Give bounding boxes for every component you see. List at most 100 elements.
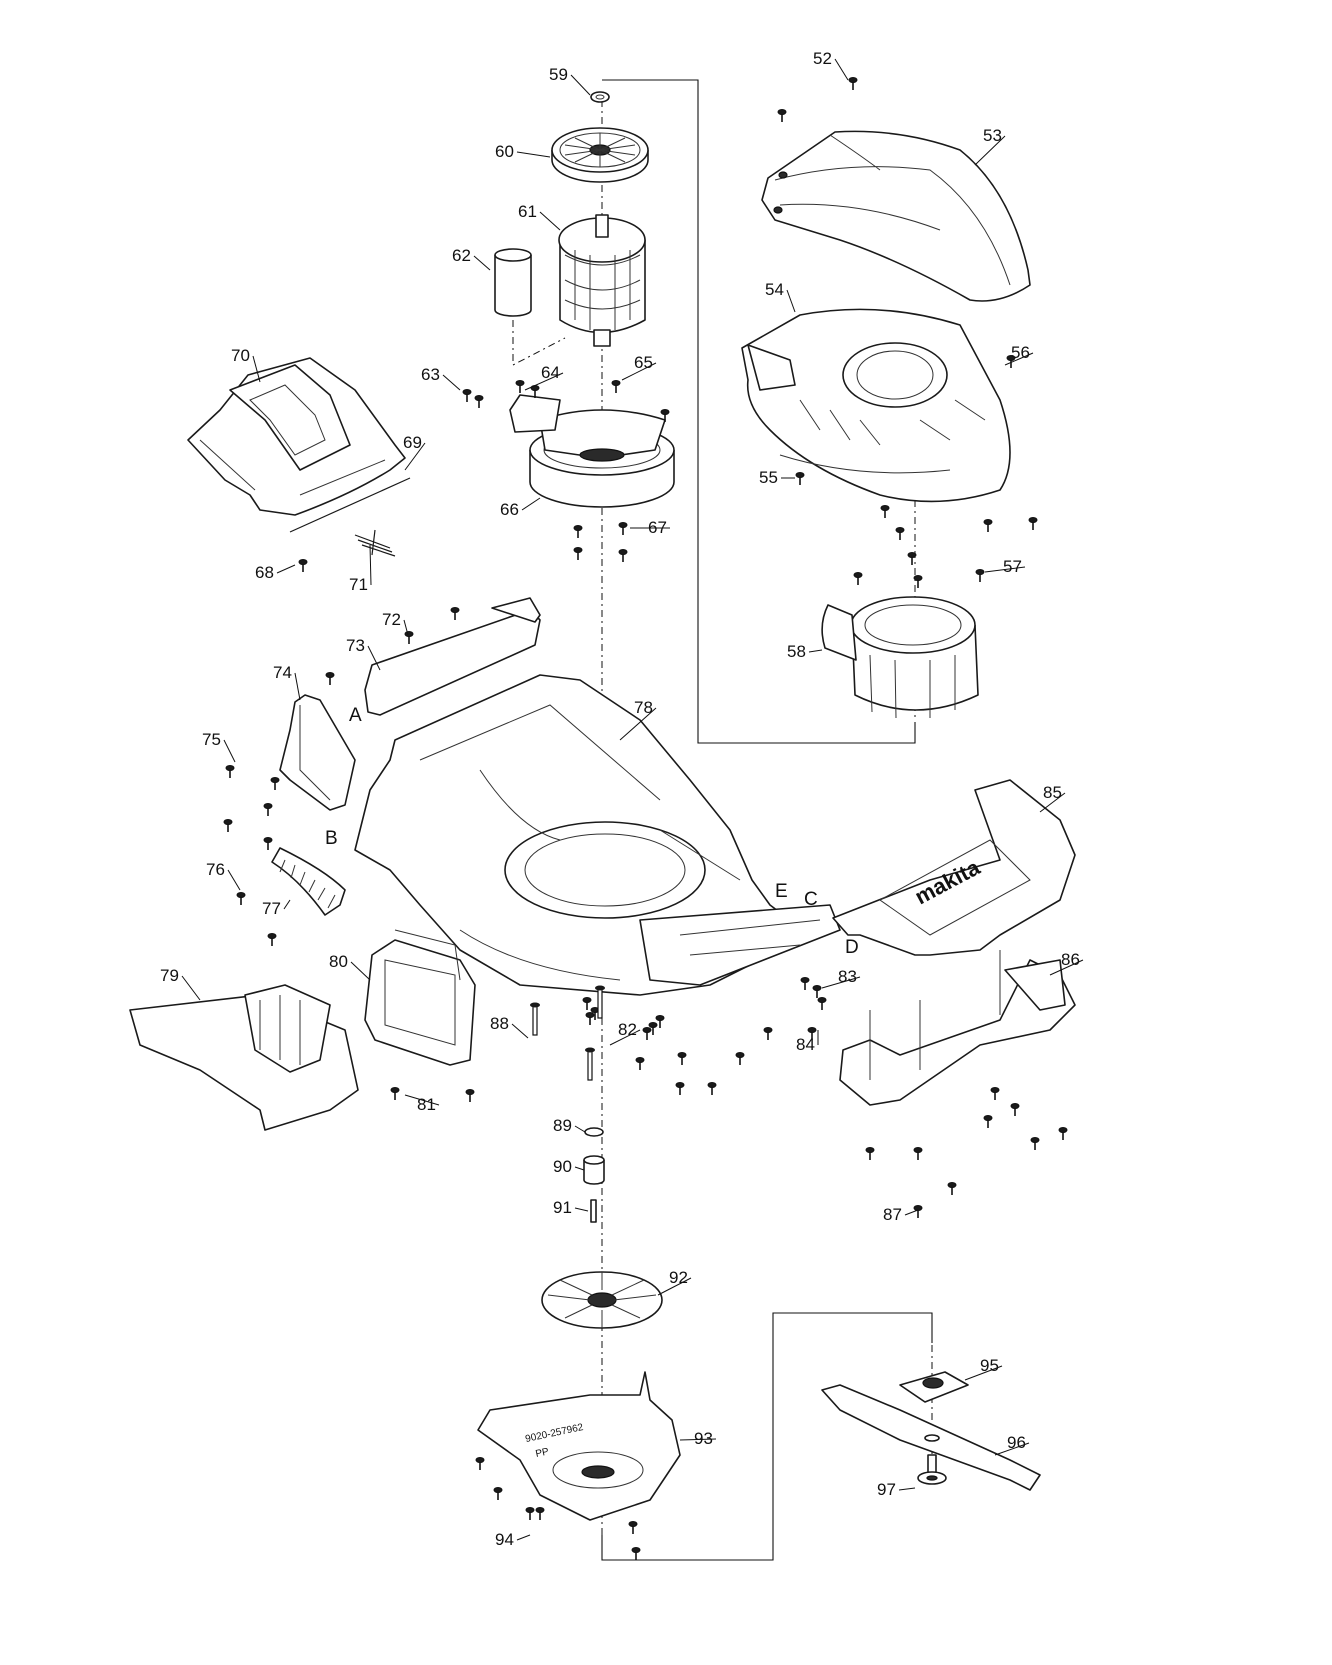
screw bbox=[707, 1082, 717, 1095]
leader-line-60 bbox=[516, 151, 551, 158]
callout-73: 73 bbox=[346, 636, 365, 655]
screw bbox=[807, 1027, 817, 1040]
part-58-inner-cover bbox=[821, 596, 979, 719]
callout-53: 53 bbox=[983, 126, 1002, 145]
screw bbox=[848, 77, 858, 90]
callout-97: 97 bbox=[877, 1480, 896, 1499]
screw bbox=[462, 389, 472, 402]
leader-line-90 bbox=[574, 1166, 585, 1171]
part-69-rod bbox=[289, 477, 411, 533]
leader-line-62 bbox=[473, 255, 491, 271]
screw bbox=[990, 1087, 1000, 1100]
leader-line-87 bbox=[904, 1209, 919, 1216]
callout-68: 68 bbox=[255, 563, 274, 582]
callout-84: 84 bbox=[796, 1035, 815, 1054]
callout-75: 75 bbox=[202, 730, 221, 749]
leader-line-58 bbox=[808, 649, 823, 653]
callout-67: 67 bbox=[648, 518, 667, 537]
screw bbox=[631, 1547, 641, 1560]
screw bbox=[450, 607, 460, 620]
callout-82: 82 bbox=[618, 1020, 637, 1039]
screw bbox=[270, 777, 280, 790]
part-92-blade-fan bbox=[541, 1271, 663, 1329]
screw bbox=[573, 525, 583, 538]
callout-76: 76 bbox=[206, 860, 225, 879]
part-85-brand-cover: makita bbox=[832, 779, 1076, 956]
leader-line-77 bbox=[283, 899, 291, 910]
screw bbox=[585, 1012, 595, 1025]
screw bbox=[573, 547, 583, 560]
callout-92: 92 bbox=[669, 1268, 688, 1287]
screw bbox=[660, 409, 670, 422]
part-54-motor-cover bbox=[741, 308, 1011, 503]
screw bbox=[515, 380, 525, 393]
screw bbox=[817, 997, 827, 1010]
callout-78: 78 bbox=[634, 698, 653, 717]
leader-line-78 bbox=[619, 707, 657, 741]
leader-line-56 bbox=[1004, 352, 1034, 366]
leader-line-61 bbox=[539, 211, 561, 231]
leader-line-97 bbox=[898, 1487, 916, 1491]
part-61-motor bbox=[558, 214, 646, 347]
leader-line-75 bbox=[223, 739, 236, 763]
leader-line-74 bbox=[294, 672, 301, 701]
callout-83: 83 bbox=[838, 967, 857, 986]
screw bbox=[913, 1147, 923, 1160]
leader-line-76 bbox=[227, 869, 241, 891]
screw bbox=[947, 1182, 957, 1195]
screw bbox=[1006, 355, 1016, 368]
callout-65: 65 bbox=[634, 353, 653, 372]
screw bbox=[777, 109, 787, 122]
part-66-motor-housing bbox=[509, 394, 675, 508]
callout-88: 88 bbox=[490, 1014, 509, 1033]
leader-line-96 bbox=[994, 1442, 1030, 1456]
screw bbox=[475, 1457, 485, 1470]
part-74-bracket bbox=[279, 694, 356, 811]
leader-line-71 bbox=[369, 544, 372, 586]
screw bbox=[1028, 517, 1038, 530]
screw bbox=[618, 549, 628, 562]
callout-58: 58 bbox=[787, 642, 806, 661]
screw bbox=[582, 997, 592, 1010]
part-90-spacer bbox=[583, 1155, 605, 1185]
leader-line-89 bbox=[574, 1125, 586, 1133]
callout-89: 89 bbox=[553, 1116, 572, 1135]
leader-line-group bbox=[181, 58, 1084, 1541]
part-80-rear-flap bbox=[364, 929, 476, 1066]
part-70-upper-cover bbox=[187, 357, 406, 516]
callout-56: 56 bbox=[1011, 343, 1030, 362]
screw bbox=[642, 1027, 652, 1040]
callout-63: 63 bbox=[421, 365, 440, 384]
leader-line-64 bbox=[524, 372, 564, 391]
callout-59: 59 bbox=[549, 65, 568, 84]
reference-letter-e: E bbox=[775, 881, 788, 902]
screw bbox=[983, 519, 993, 532]
callout-71: 71 bbox=[349, 575, 368, 594]
leader-line-72 bbox=[403, 619, 409, 636]
screw bbox=[263, 837, 273, 850]
callout-60: 60 bbox=[495, 142, 514, 161]
callout-79: 79 bbox=[160, 966, 179, 985]
screw bbox=[325, 672, 335, 685]
screw bbox=[1030, 1137, 1040, 1150]
callout-55: 55 bbox=[759, 468, 778, 487]
screw bbox=[865, 1147, 875, 1160]
screw bbox=[735, 1052, 745, 1065]
screw bbox=[1058, 1127, 1068, 1140]
callout-96: 96 bbox=[1007, 1433, 1026, 1452]
part-71-spring bbox=[354, 529, 396, 557]
reference-letter-d: D bbox=[845, 937, 859, 958]
callout-54: 54 bbox=[765, 280, 784, 299]
leader-line-88 bbox=[511, 1023, 529, 1039]
screw bbox=[800, 977, 810, 990]
callout-91: 91 bbox=[553, 1198, 572, 1217]
leader-line-65 bbox=[621, 362, 657, 381]
callout-86: 86 bbox=[1061, 950, 1080, 969]
callout-77: 77 bbox=[262, 899, 281, 918]
screw bbox=[1010, 1103, 1020, 1116]
leader-line-73 bbox=[367, 645, 381, 671]
part-59-nut bbox=[590, 91, 610, 103]
leader-line-66 bbox=[521, 497, 541, 511]
callout-87: 87 bbox=[883, 1205, 902, 1224]
leader-line-63 bbox=[442, 374, 461, 391]
